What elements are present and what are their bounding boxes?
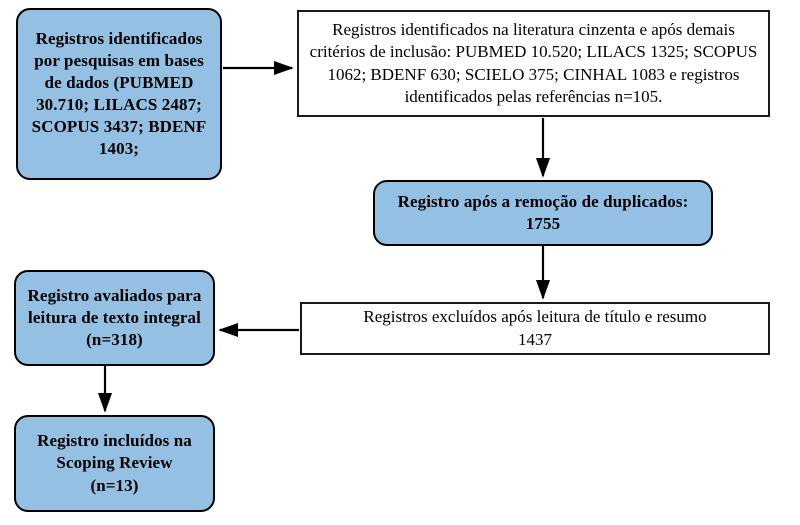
node-incluidos-scoping-review: Registro incluídos na Scoping Review (n=… — [14, 415, 215, 512]
node-incluidos-scoping-review-label: Registro incluídos na Scoping Review (n=… — [37, 431, 192, 495]
node-identificacao-bases: Registros identificados por pesquisas em… — [16, 8, 222, 180]
node-excluidos-titulo-resumo-label: Registros excluídos após leitura de títu… — [363, 307, 707, 349]
node-literatura-cinzenta: Registros identificados na literatura ci… — [297, 10, 770, 117]
node-identificacao-bases-label: Registros identificados por pesquisas em… — [31, 28, 207, 159]
node-texto-integral-label: Registro avaliados para leitura de texto… — [27, 285, 202, 350]
node-remocao-duplicados: Registro após a remoção de duplicados: 1… — [373, 180, 713, 246]
node-texto-integral: Registro avaliados para leitura de texto… — [14, 270, 215, 366]
node-excluidos-titulo-resumo: Registros excluídos após leitura de títu… — [300, 302, 770, 355]
node-remocao-duplicados-label: Registro após a remoção de duplicados: 1… — [397, 191, 689, 233]
node-literatura-cinzenta-label: Registros identificados na literatura ci… — [309, 19, 758, 106]
